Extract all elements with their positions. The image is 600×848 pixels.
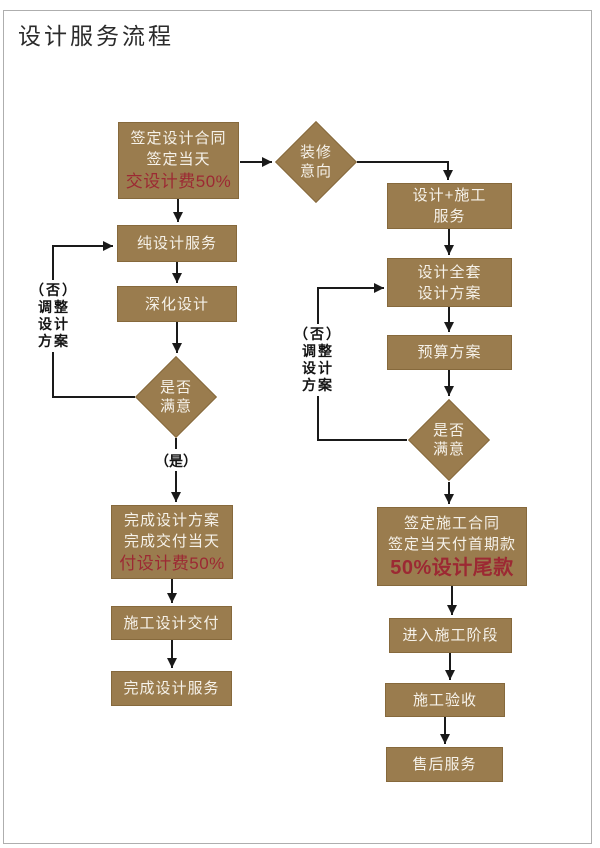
label-line: 设计	[302, 360, 334, 376]
label-line: （否）	[30, 282, 78, 298]
node-after-sales-service: 售后服务	[386, 747, 503, 782]
node-sign-design-contract: 签定设计合同 签定当天 交设计费50%	[118, 122, 239, 199]
node-line: 签定设计合同	[130, 130, 227, 147]
node-sign-construction-contract: 签定施工合同 签定当天付首期款 50%设计尾款	[377, 507, 527, 586]
decision-left-satisfied: 是否 满意	[134, 355, 218, 439]
node-line: 设计+施工	[412, 187, 487, 204]
node-construction-acceptance: 施工验收	[385, 683, 505, 717]
diamond-label: 是否 满意	[409, 411, 489, 469]
node-line: 施工验收	[412, 691, 477, 709]
fee-highlight: 交设计费50%	[125, 172, 232, 191]
page-title: 设计服务流程	[18, 23, 174, 49]
node-line: 完成设计服务	[123, 680, 220, 697]
diamond-label: 是否 满意	[136, 368, 216, 426]
node-line: 完成交付当天	[123, 532, 220, 550]
node-line: 意向	[299, 163, 332, 180]
node-design-plus-construction: 设计+施工 服务	[387, 183, 512, 229]
page-border	[3, 10, 592, 844]
node-construction-design-delivery: 施工设计交付	[111, 606, 232, 640]
fee-highlight: 50%设计尾款	[390, 556, 514, 579]
decision-right-satisfied: 是否 满意	[407, 398, 491, 482]
node-line: 完成设计方案	[123, 511, 220, 529]
node-pure-design-service: 纯设计服务	[117, 225, 237, 262]
node-line: 深化设计	[144, 295, 209, 313]
node-line: 签定当天	[146, 151, 211, 168]
label-line: 调整	[38, 299, 70, 315]
node-line: 满意	[159, 398, 192, 415]
node-complete-design-service: 完成设计服务	[111, 671, 232, 706]
node-line: 满意	[432, 441, 465, 458]
label-line: 设计	[38, 316, 70, 332]
node-complete-design-plan: 完成设计方案 完成交付当天 付设计费50%	[111, 505, 233, 579]
node-line: 纯设计服务	[136, 235, 217, 252]
label-left-no-adjust: （否） 调整 设计 方案	[29, 280, 79, 352]
diamond-label: 装修 意向	[276, 133, 356, 191]
node-deepen-design: 深化设计	[117, 286, 237, 322]
node-line: 进入施工阶段	[402, 627, 499, 644]
decision-renovation-intent: 装修 意向	[274, 120, 358, 204]
node-line: 售后服务	[412, 756, 477, 773]
node-line: 服务	[433, 208, 466, 225]
node-line: 装修	[299, 144, 332, 161]
node-line: 设计全套	[417, 263, 482, 281]
node-line: 预算方案	[417, 344, 482, 361]
label-right-no-adjust: （否） 调整 设计 方案	[293, 324, 343, 396]
node-full-design-plan: 设计全套 设计方案	[387, 258, 512, 307]
node-line: 施工设计交付	[123, 614, 220, 632]
node-line: 设计方案	[417, 284, 482, 302]
label-yes: （是）	[146, 451, 206, 471]
label-line: 方案	[38, 333, 70, 349]
label-line: （否）	[294, 326, 342, 342]
node-line: 签定当天付首期款	[387, 535, 516, 553]
node-line: 是否	[159, 379, 192, 396]
arrow-start-to-design-construction	[357, 161, 453, 180]
fee-highlight: 付设计费50%	[119, 553, 225, 573]
label-line: 调整	[302, 343, 334, 359]
label-line: 方案	[302, 377, 334, 393]
node-line: 是否	[432, 422, 465, 439]
node-line: 签定施工合同	[403, 514, 500, 532]
node-budget-plan: 预算方案	[387, 335, 512, 370]
node-enter-construction-phase: 进入施工阶段	[389, 618, 512, 653]
